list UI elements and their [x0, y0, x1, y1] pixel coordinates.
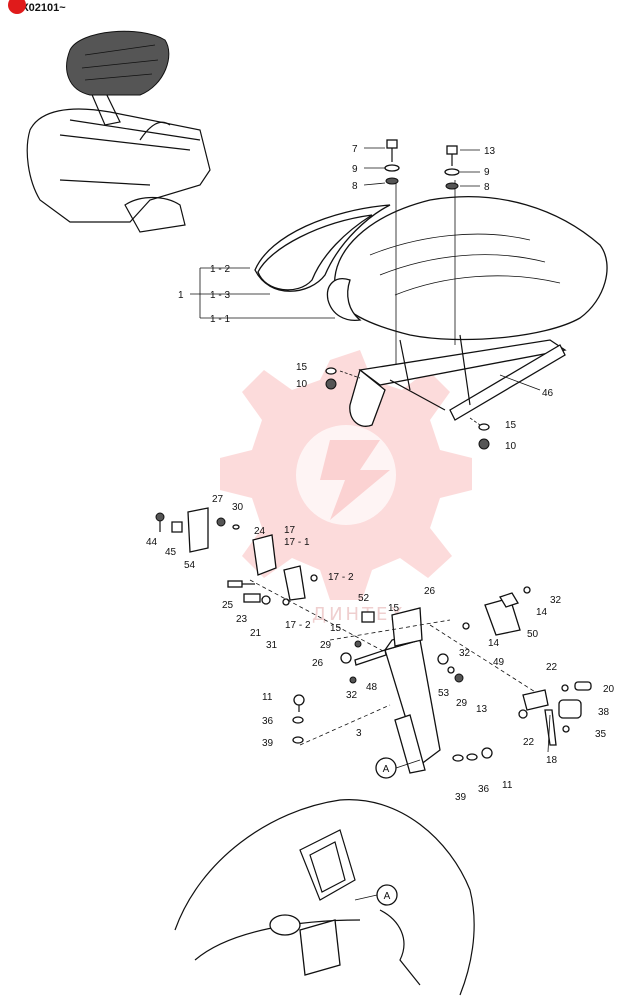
seat-frame [349, 180, 567, 427]
callout-8a: 8 [352, 181, 358, 192]
callout-46: 46 [542, 388, 554, 399]
callout-31: 31 [266, 640, 278, 651]
callout-48: 48 [366, 682, 378, 693]
leader-lines [363, 147, 551, 753]
callout-36b: 36 [478, 784, 490, 795]
callout-20: 20 [603, 684, 615, 695]
callout-36a: 36 [262, 716, 274, 727]
callout-27: 27 [212, 494, 224, 505]
callout-45: 45 [165, 547, 177, 558]
callout-29a: 29 [320, 640, 332, 651]
callout-32a: 32 [550, 595, 562, 606]
corner-badge [8, 0, 26, 14]
callout-35: 35 [595, 729, 607, 740]
callout-11b: 11 [502, 780, 513, 791]
callout-39b: 39 [455, 792, 467, 803]
callout-25: 25 [222, 600, 234, 611]
callout-15a: 15 [296, 362, 308, 373]
callout-14a: 14 [536, 607, 548, 618]
label-bracket-1 [190, 267, 335, 319]
callout-22a: 22 [546, 662, 558, 673]
callout-49: 49 [493, 657, 505, 668]
seat-cushion [254, 196, 608, 341]
callout-18: 18 [546, 755, 558, 766]
callout-26b: 26 [312, 658, 324, 669]
callout-9b: 9 [484, 167, 490, 178]
callout-17-2b: 17 - 2 [285, 620, 311, 631]
bottom-hardware [292, 694, 493, 779]
diagram-code: PX02101~ [8, 0, 66, 14]
callout-53: 53 [438, 688, 450, 699]
callout-1-2: 1 - 2 [210, 264, 230, 275]
callout-44: 44 [146, 537, 158, 548]
tractor-overview [26, 30, 211, 233]
callout-30: 30 [232, 502, 244, 513]
callout-13b: 13 [476, 704, 488, 715]
callout-54: 54 [184, 560, 196, 571]
support-column [329, 607, 451, 774]
callout-38: 38 [598, 707, 610, 718]
top-bolts [384, 139, 460, 190]
callout-A2: A [384, 891, 391, 902]
callout-7: 7 [352, 144, 358, 155]
callout-15c: 15 [388, 603, 400, 614]
callout-3: 3 [356, 728, 362, 739]
callout-8b: 8 [484, 182, 490, 193]
callout-32b: 32 [346, 690, 358, 701]
callout-17-1: 17 - 1 [284, 537, 310, 548]
callout-A1: A [383, 764, 390, 775]
frame-nuts [325, 367, 490, 450]
watermark-text: ДИНТЕХ [312, 604, 406, 625]
callout-11a: 11 [262, 692, 273, 703]
callout-labels: 7 9 8 13 9 8 1 - 2 1 1 - 3 1 - 1 15 10 46 15 10 27 30 44 4… [146, 144, 615, 902]
callout-21: 21 [250, 628, 262, 639]
callout-50: 50 [527, 629, 539, 640]
callout-17-2a: 17 - 2 [328, 572, 354, 583]
callout-23: 23 [236, 614, 248, 625]
callout-13a: 13 [484, 146, 496, 157]
callout-10b: 10 [505, 441, 517, 452]
callout-1: 1 [178, 290, 184, 301]
tractor-bottom-view [174, 799, 475, 996]
watermark-gear-icon [220, 350, 472, 600]
callout-29b: 29 [456, 698, 468, 709]
callout-10a: 10 [296, 379, 308, 390]
callout-1-1: 1 - 1 [210, 314, 230, 325]
callout-15b: 15 [505, 420, 517, 431]
callout-26a: 26 [424, 586, 436, 597]
mechanism-left [155, 507, 401, 661]
callout-24: 24 [254, 526, 266, 537]
callout-15d: 15 [330, 623, 342, 634]
diagram-code-text: PX02101~ [14, 2, 66, 14]
callout-9a: 9 [352, 164, 358, 175]
mechanism-right [429, 586, 592, 746]
callout-52: 52 [358, 593, 370, 604]
callout-14b: 14 [488, 638, 500, 649]
callout-22b: 22 [523, 737, 535, 748]
callout-17: 17 [284, 525, 296, 536]
callout-39a: 39 [262, 738, 274, 749]
callout-32c: 32 [459, 648, 471, 659]
callout-1-3: 1 - 3 [210, 290, 230, 301]
